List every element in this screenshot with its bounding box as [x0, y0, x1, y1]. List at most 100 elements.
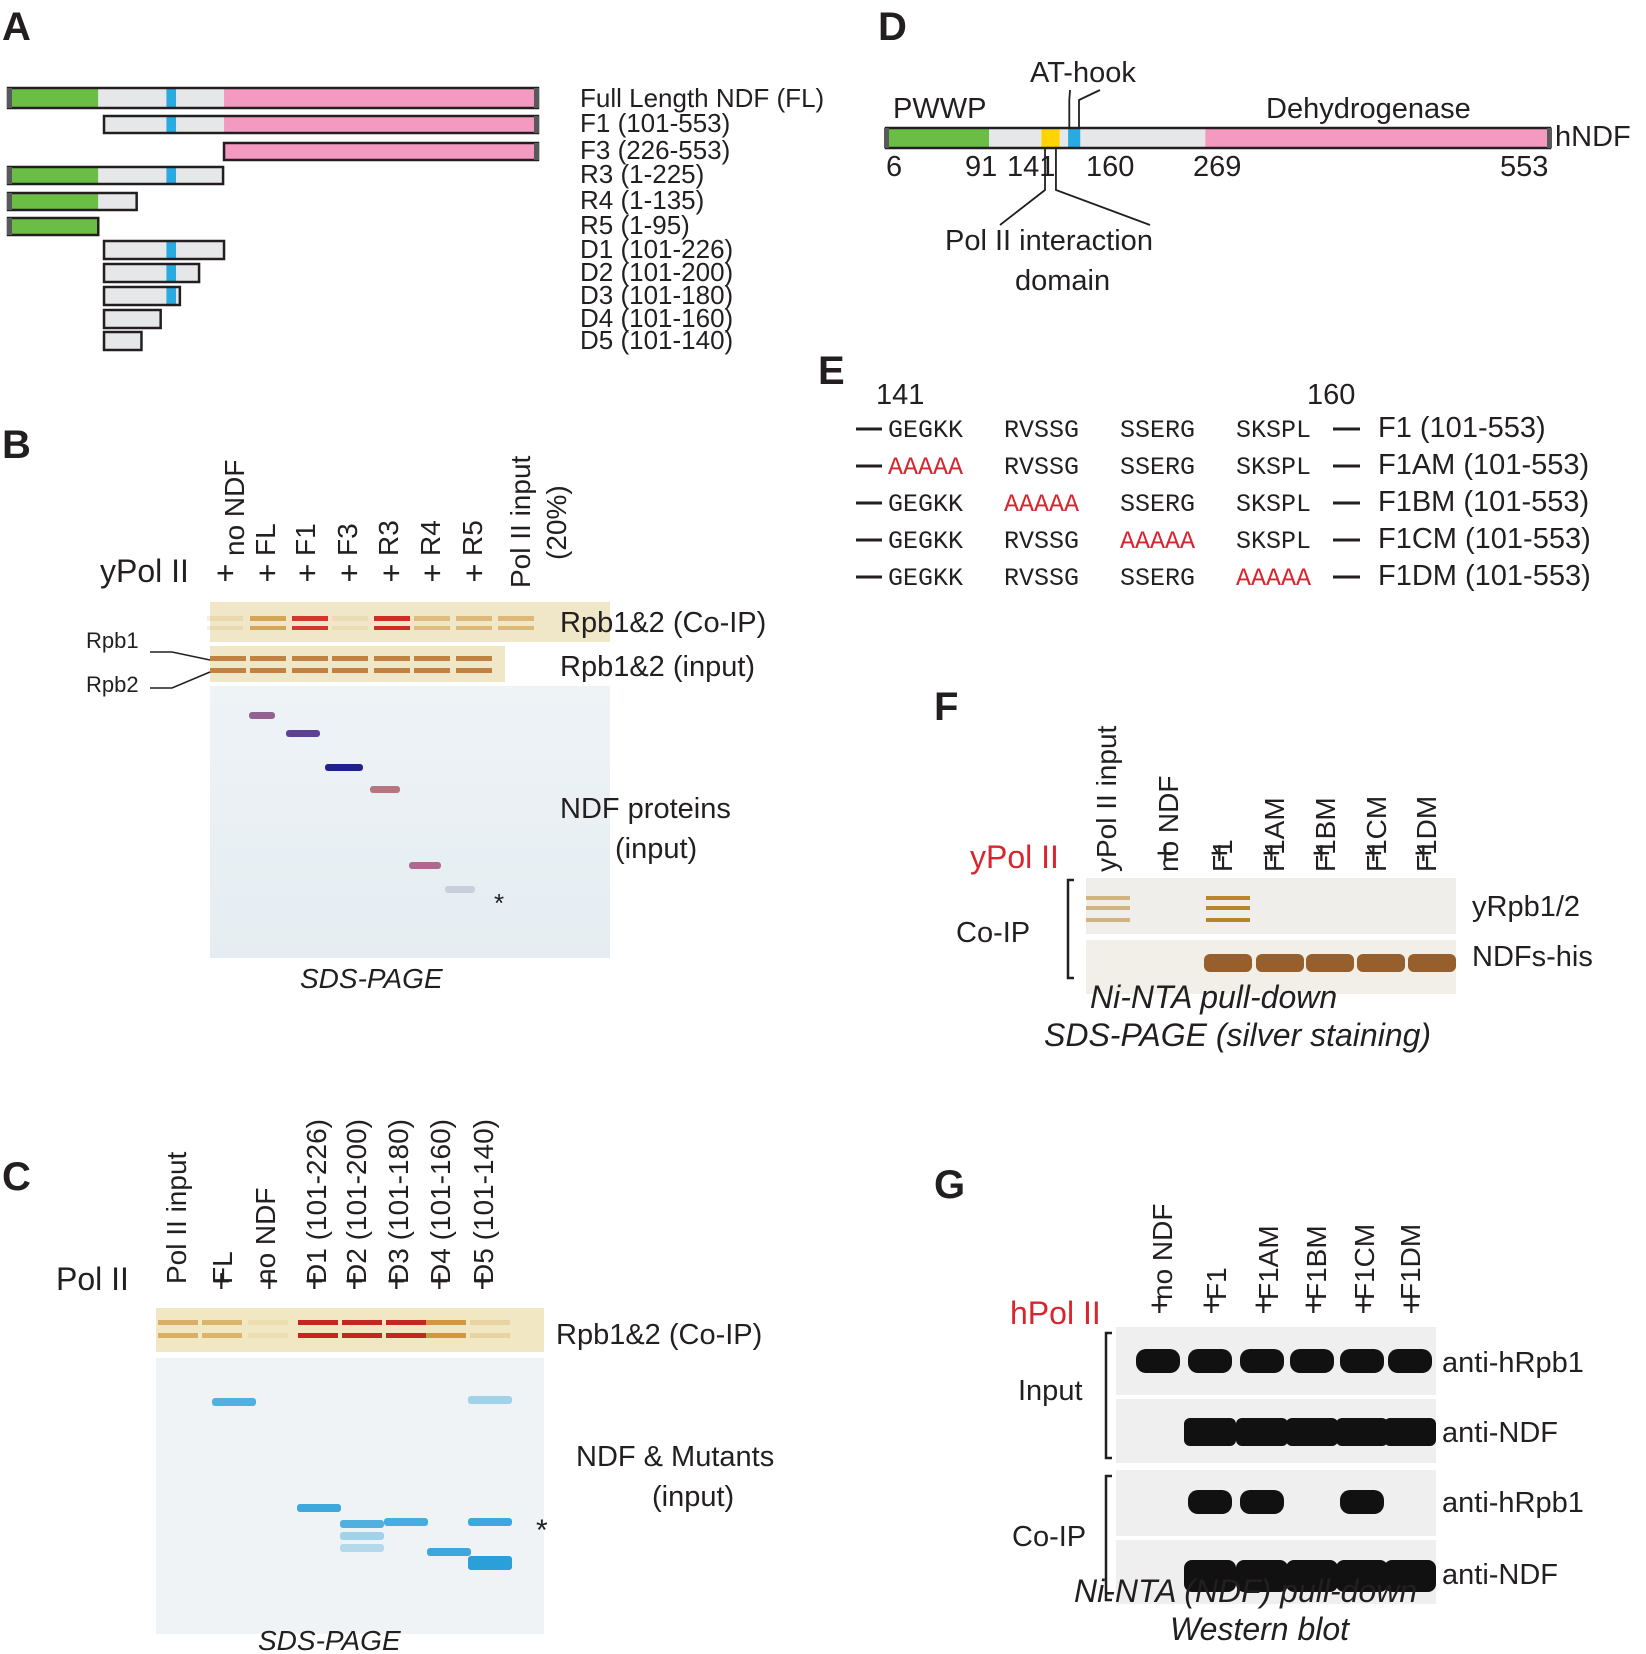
ndf-band-c: [468, 1518, 512, 1526]
at-hook-segment: [1068, 128, 1081, 148]
construct-segment: [104, 264, 200, 282]
ndf-band: [286, 730, 320, 737]
yrpb-gel: [1086, 878, 1456, 934]
construct-6: D1 (101-226): [102, 234, 733, 264]
lane-header: F1CM: [1361, 796, 1392, 872]
panel-a: A Full Length NDF (FL)F1 (101-553)F3 (22…: [2, 5, 824, 355]
construct-0: Full Length NDF (FL): [6, 83, 824, 113]
hndf-label: hNDF: [1555, 121, 1631, 153]
yrpb-band: [1086, 918, 1130, 922]
sequence-construct-name: F1AM (101-553): [1378, 449, 1589, 481]
n-cap: [884, 128, 889, 148]
coip-band: [456, 626, 492, 630]
construct-label: R3 (1-225): [580, 159, 704, 189]
hrpb1-coip-band: [1240, 1490, 1284, 1514]
panel-d: D PWWP AT-hook Dehydrogenase hNDF 6 91 1…: [878, 5, 1631, 297]
ndf-label-line1: NDF proteins: [560, 793, 731, 825]
construct-outline: [102, 285, 182, 307]
coip-band: [292, 616, 328, 621]
ndf-input-band: [1336, 1418, 1388, 1446]
hrpb1-input-band: [1188, 1349, 1232, 1373]
ndf-band-c: [468, 1556, 512, 1570]
lane-header: F1AM: [1253, 1225, 1284, 1300]
at-hook-segment: [166, 264, 177, 282]
lane-header: D2 (101-200): [341, 1119, 372, 1284]
ndf-band-c: [340, 1532, 384, 1540]
lane-header: F1BM: [1301, 1225, 1332, 1300]
coip-band: [498, 616, 534, 621]
construct-9: D4 (101-160): [102, 303, 733, 333]
coip-band: [374, 626, 410, 630]
construct-segment: [104, 241, 225, 259]
sequence-block: SSERG: [1120, 490, 1195, 519]
pos-141: 141: [1007, 151, 1055, 183]
lane-header-pol2-input: Pol II input: [505, 455, 536, 588]
ndf-band-c: [384, 1518, 428, 1526]
asterisk-b: *: [494, 888, 504, 918]
hrpb1-input-band: [1388, 1349, 1432, 1373]
lane-header: D3 (101-180): [383, 1119, 414, 1284]
yrpb-label: yRpb1/2: [1472, 891, 1580, 923]
hrpb1-coip-band: [1188, 1490, 1232, 1514]
plus-sign: +: [1402, 1287, 1421, 1323]
plus-row: ++++++: [1150, 1287, 1421, 1323]
plus-sign: +: [423, 555, 442, 591]
construct-5: R5 (1-95): [6, 210, 690, 240]
c-terminus-cap: [534, 88, 539, 108]
plus-sign: +: [340, 555, 359, 591]
construct-label: D5 (101-140): [580, 325, 733, 355]
construct-label: R5 (1-95): [580, 210, 690, 240]
construct-label: F1 (101-553): [580, 108, 730, 138]
seq-start-141: 141: [876, 379, 924, 411]
construct-segment: [98, 88, 225, 108]
mutated-block: AAAAA: [1120, 527, 1195, 556]
input-bands: [210, 656, 492, 673]
seq-end-160: 160: [1307, 379, 1355, 411]
ndf-band-c: [212, 1398, 256, 1406]
sequence-block: RVSSG: [1004, 453, 1079, 482]
n-terminus-cap: [7, 167, 12, 184]
plus-sign: +: [387, 1263, 406, 1299]
construct-segment: [224, 116, 539, 133]
construct-10: D5 (101-140): [102, 325, 733, 355]
footer-f-line1: Ni-NTA pull-down: [1090, 979, 1337, 1015]
lane-header: F1AM: [1259, 797, 1290, 872]
yrpb-band: [1086, 896, 1130, 900]
construct-segment: [98, 167, 224, 184]
ndf-band: [370, 786, 400, 793]
coip-band-c: [426, 1333, 466, 1338]
construct-label: F3 (226-553): [580, 135, 730, 165]
plus-sign: +: [1254, 1287, 1273, 1323]
n-terminus-cap: [7, 218, 12, 235]
coip-band-c: [342, 1333, 382, 1338]
coip-band: [292, 626, 328, 630]
coip-band-c: [470, 1320, 510, 1325]
construct-segment: [224, 143, 539, 160]
ndf-band-c: [340, 1520, 384, 1528]
pol2-domain-line1: Pol II interaction: [945, 225, 1153, 257]
construct-segment: [98, 193, 137, 210]
domain-segment: [1072, 128, 1206, 148]
at-hook-label: AT-hook: [1030, 57, 1136, 89]
plus-sign: +: [298, 555, 317, 591]
plus-row: +++++++: [212, 1263, 492, 1299]
construct-7: D2 (101-200): [102, 257, 733, 287]
at-hook-segment: [166, 241, 177, 259]
mutated-block: AAAAA: [1236, 564, 1311, 593]
anti-hrpb1-coip: anti-hRpb1: [1442, 1487, 1584, 1519]
rpb2-pointer: [150, 671, 211, 689]
coip-band-c: [298, 1320, 338, 1325]
plus-sign: +: [345, 1263, 364, 1299]
pol2-domain-line2: domain: [1015, 265, 1110, 297]
construct-segment: [224, 88, 539, 108]
ndf-band: [445, 886, 475, 893]
hndf-domain-map: [884, 89, 1552, 226]
lane-header: Pol II input: [161, 1151, 192, 1284]
lane-header: R4: [415, 520, 446, 556]
dehydrogenase-label: Dehydrogenase: [1266, 93, 1471, 125]
ndf-his-band: [1357, 954, 1405, 972]
plus-sign: +: [1414, 835, 1433, 871]
